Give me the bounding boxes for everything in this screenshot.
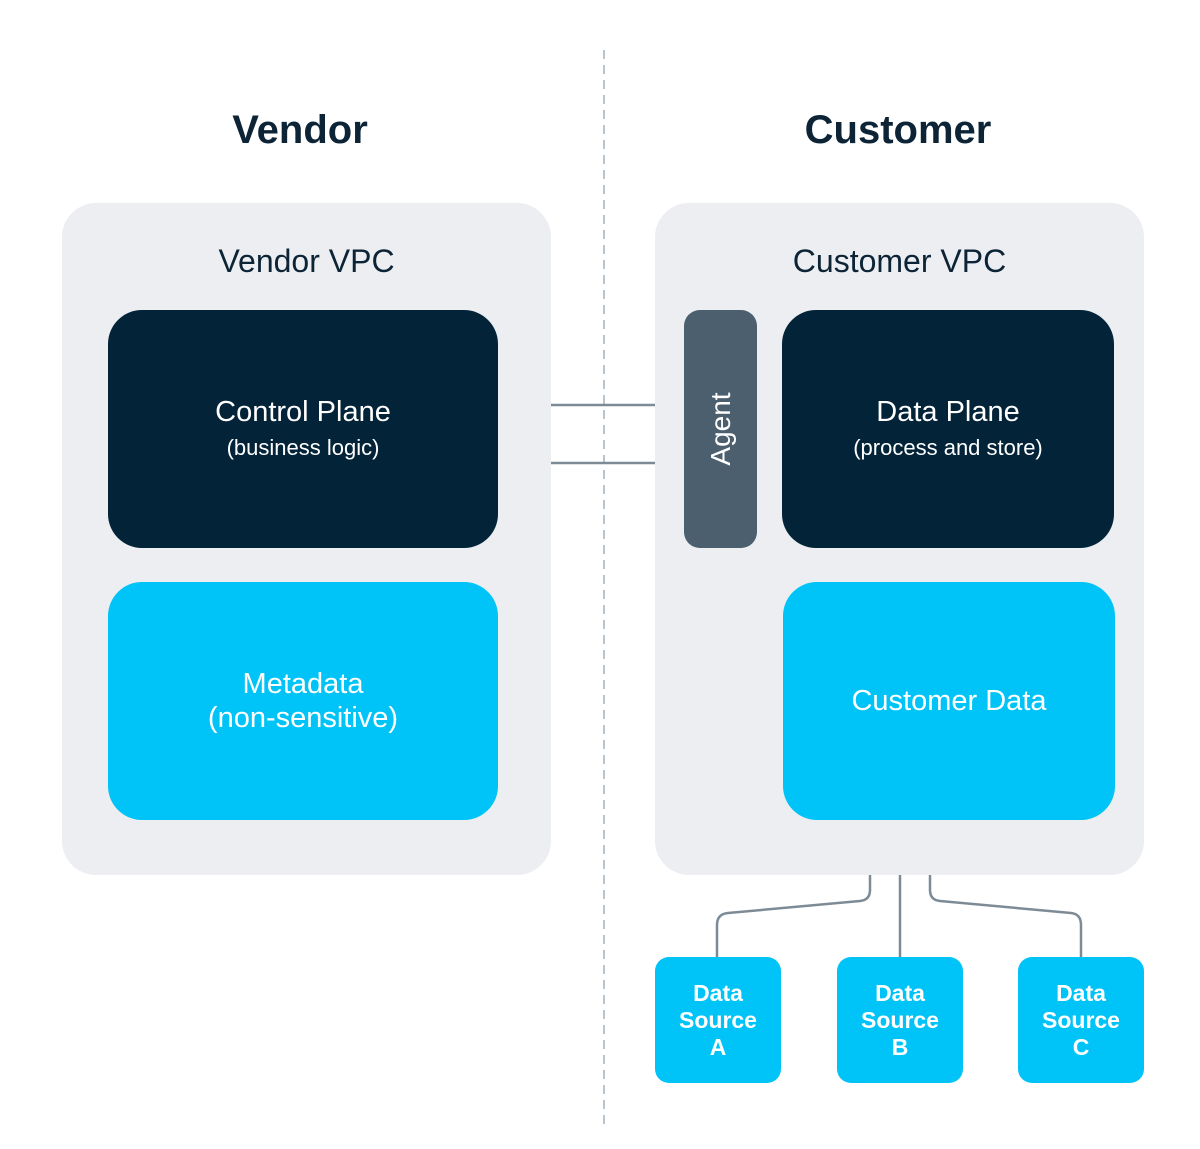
link-data-source-a	[715, 820, 872, 958]
metadata-box: Metadata (non-sensitive)	[108, 582, 498, 820]
data-source-c-line1: Data	[1056, 979, 1106, 1006]
agent-box: Agent	[684, 310, 757, 548]
customer-vpc-label: Customer VPC	[792, 243, 1007, 279]
data-source-a-line2: Source	[679, 1006, 757, 1033]
data-source-b-line3: B	[891, 1033, 909, 1060]
data-plane-subtitle: (process and store)	[853, 435, 1043, 460]
data-source-a: Data Source A	[655, 957, 781, 1083]
control-plane-title: Control Plane	[215, 396, 391, 428]
customer-heading: Customer	[804, 108, 992, 152]
data-source-b-line1: Data	[875, 979, 925, 1006]
data-plane-box: Data Plane (process and store)	[782, 310, 1114, 548]
control-plane-box: Control Plane (business logic)	[108, 310, 498, 548]
metadata-subtitle: (non-sensitive)	[207, 702, 399, 734]
data-source-a-line3: A	[709, 1033, 727, 1060]
vendor-heading: Vendor	[232, 108, 368, 152]
agent-label: Agent	[704, 392, 736, 466]
data-source-a-line1: Data	[693, 979, 743, 1006]
link-data-source-c	[928, 820, 1083, 958]
customer-data-box: Customer Data	[783, 582, 1115, 820]
data-source-b-line2: Source	[861, 1006, 939, 1033]
data-source-b: Data Source B	[837, 957, 963, 1083]
data-plane-title: Data Plane	[876, 396, 1020, 428]
data-source-c-line3: C	[1072, 1033, 1090, 1060]
data-source-c: Data Source C	[1018, 957, 1144, 1083]
metadata-title: Metadata	[242, 668, 364, 700]
data-source-c-line2: Source	[1042, 1006, 1120, 1033]
control-plane-subtitle: (business logic)	[226, 435, 380, 460]
customer-data-label: Customer Data	[851, 685, 1047, 717]
vendor-vpc-label: Vendor VPC	[218, 243, 395, 279]
